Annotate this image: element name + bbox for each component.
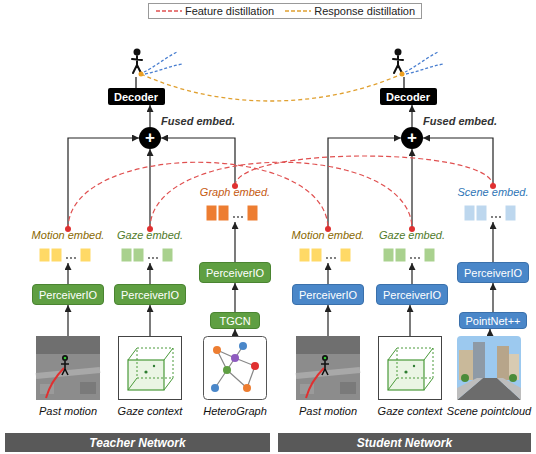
flow-arrow [409, 305, 410, 336]
flow-arrow [149, 105, 150, 127]
flow-arrow [492, 283, 493, 312]
encoder-box: PerceiverIO [32, 284, 104, 305]
response-distillation-curve [141, 74, 402, 101]
encoder-box: PerceiverIO [292, 284, 364, 305]
feature-distillation-curve [150, 162, 412, 229]
band-label: Student Network [357, 436, 452, 450]
plus-sign: + [145, 129, 155, 146]
image-caption: Gaze context [378, 405, 443, 418]
fused-embed-label: Fused embed. [161, 115, 235, 128]
flow-arrow [423, 138, 493, 186]
sum-circle: +Fused embed. [401, 127, 423, 149]
decoder-box: Decoder [380, 88, 437, 105]
fused-embed-label: Fused embed. [423, 115, 497, 128]
input-image: Past motion [296, 336, 360, 418]
box-label: PerceiverIO [464, 267, 522, 279]
embedding-block: Graph embed. [194, 186, 277, 222]
encoder-box: TGCN [210, 312, 260, 329]
flow-arrow [149, 305, 150, 336]
feature-distillation-curve [68, 162, 328, 229]
flow-arrow [234, 329, 235, 336]
flow-arrow [67, 263, 68, 284]
embed-label: Motion embed. [286, 229, 371, 242]
encoder-box: PerceiverIO [376, 284, 448, 305]
image-caption: Gaze context [118, 405, 183, 418]
legend-text: Feature distillation [185, 5, 274, 17]
pedestrian-icon [393, 49, 444, 77]
embedding-block: Gaze embed. [373, 229, 452, 263]
box-label: PerceiverIO [206, 267, 264, 279]
box-label: PerceiverIO [121, 289, 179, 301]
input-image: HeteroGraph [203, 336, 267, 418]
embed-label: Gaze embed. [111, 229, 190, 242]
legend-box: Feature distillation Response distillatio… [148, 3, 422, 19]
flow-arrow [411, 149, 412, 229]
decoder-box: Decoder [108, 88, 165, 105]
input-image: Gaze context [118, 336, 182, 418]
image-caption: HeteroGraph [203, 405, 267, 418]
box-label: PerceiverIO [299, 289, 357, 301]
legend-text: Response distillation [314, 5, 415, 17]
image-caption: Scene pointcloud [447, 405, 531, 418]
network-band: Teacher Network [5, 433, 270, 452]
gaze-context-image [119, 337, 182, 400]
legend-line-sample [155, 6, 185, 16]
flow-arrow [492, 222, 493, 262]
embed-label: Motion embed. [26, 229, 111, 242]
box-label: Decoder [386, 91, 430, 103]
flow-arrow [67, 305, 68, 336]
legend-item: Response distillation [284, 5, 415, 17]
band-label: Teacher Network [89, 436, 185, 450]
embedding-block: Motion embed. [26, 229, 111, 263]
flow-arrow [149, 149, 150, 229]
encoder-box: PerceiverIO [199, 262, 271, 283]
embedding-block: Motion embed. [286, 229, 371, 263]
input-image: Gaze context [378, 336, 442, 418]
embed-label: Gaze embed. [373, 229, 452, 242]
flow-arrow [328, 138, 401, 229]
input-image: Scene pointcloud [457, 336, 521, 418]
heterograph-image [204, 337, 267, 400]
encoder-box: PerceiverIO [114, 284, 186, 305]
pedestrian-icon [132, 49, 183, 77]
box-label: TGCN [219, 315, 250, 327]
flow-arrow [68, 138, 139, 229]
legend-item: Feature distillation [155, 5, 274, 17]
box-label: PointNet++ [465, 315, 520, 327]
legend-line-sample [284, 6, 314, 16]
flow-arrow [234, 222, 235, 262]
flow-arrow [411, 105, 412, 127]
box-label: Decoder [114, 91, 158, 103]
input-image: Past motion [36, 336, 100, 418]
image-caption: Past motion [39, 405, 97, 418]
flow-arrow [327, 305, 328, 336]
embedding-block: Gaze embed. [111, 229, 190, 263]
embed-label: Scene embed. [452, 186, 535, 199]
flow-arrow [149, 263, 150, 284]
image-caption: Past motion [299, 405, 357, 418]
flow-arrow [327, 263, 328, 284]
plus-sign: + [407, 129, 417, 146]
box-label: PerceiverIO [39, 289, 97, 301]
flow-arrow [489, 329, 490, 336]
encoder-box: PointNet++ [459, 312, 527, 329]
embedding-squares [39, 205, 516, 262]
embed-label: Graph embed. [194, 186, 277, 199]
embedding-block: Scene embed. [452, 186, 535, 222]
gaze-context-image [379, 337, 442, 400]
flow-arrow [161, 138, 235, 186]
decoder-output-line [136, 77, 404, 88]
box-label: PerceiverIO [383, 289, 441, 301]
scene-pointcloud-image [457, 336, 521, 400]
flow-arrow [411, 263, 412, 284]
sum-circle: +Fused embed. [139, 127, 161, 149]
flow-arrow [234, 283, 235, 312]
feature-distillation-curve [235, 156, 493, 186]
network-band: Student Network [278, 433, 531, 452]
encoder-box: PerceiverIO [457, 262, 529, 283]
past-motion-image [296, 336, 360, 400]
past-motion-image [36, 336, 100, 400]
